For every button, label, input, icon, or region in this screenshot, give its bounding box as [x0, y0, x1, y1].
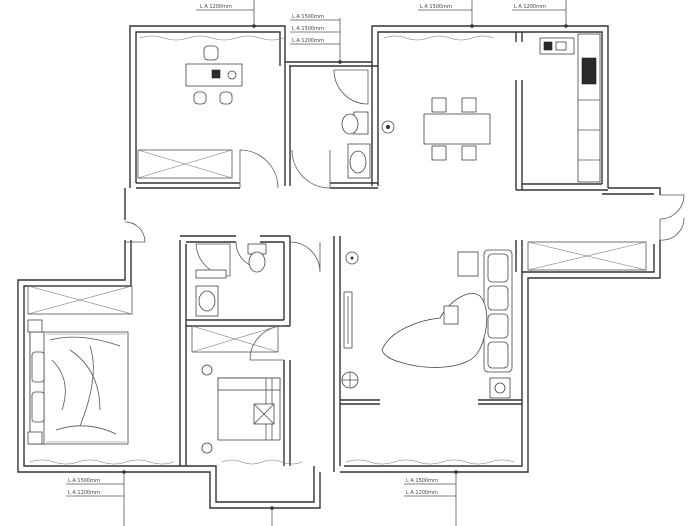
label-top-left: L A 1200mm [200, 4, 232, 10]
label-top-center: L A 1500mm [420, 4, 452, 10]
label-bottom-right-1: L A 1500mm [406, 478, 438, 484]
dimension-labels: L A 1200mm L A 1500mm L A 1500mm L A 120… [66, 0, 568, 526]
label-top-right: L A 1200mm [514, 4, 546, 10]
label-bottom-right-2: L A 1200mm [406, 490, 438, 496]
desk-set [185, 45, 243, 105]
label-bottom-left-2: L A 1200mm [68, 490, 100, 496]
kitchen-counter [539, 33, 601, 183]
label-bottom-left-1: L A 1500mm [68, 478, 100, 484]
windows [27, 35, 647, 465]
dining-table [423, 97, 491, 161]
double-bed [27, 319, 129, 445]
label-top-mid-1: L A 1500mm [292, 14, 324, 20]
bathroom-1-fixtures [333, 69, 395, 179]
single-bed [217, 377, 281, 441]
bathroom-2-fixtures [195, 243, 267, 454]
interior-walls [136, 32, 608, 472]
label-top-mid-3: L A 1200mm [292, 38, 324, 44]
living-room-set [341, 249, 513, 399]
label-top-mid-2: L A 1500mm [292, 26, 324, 32]
